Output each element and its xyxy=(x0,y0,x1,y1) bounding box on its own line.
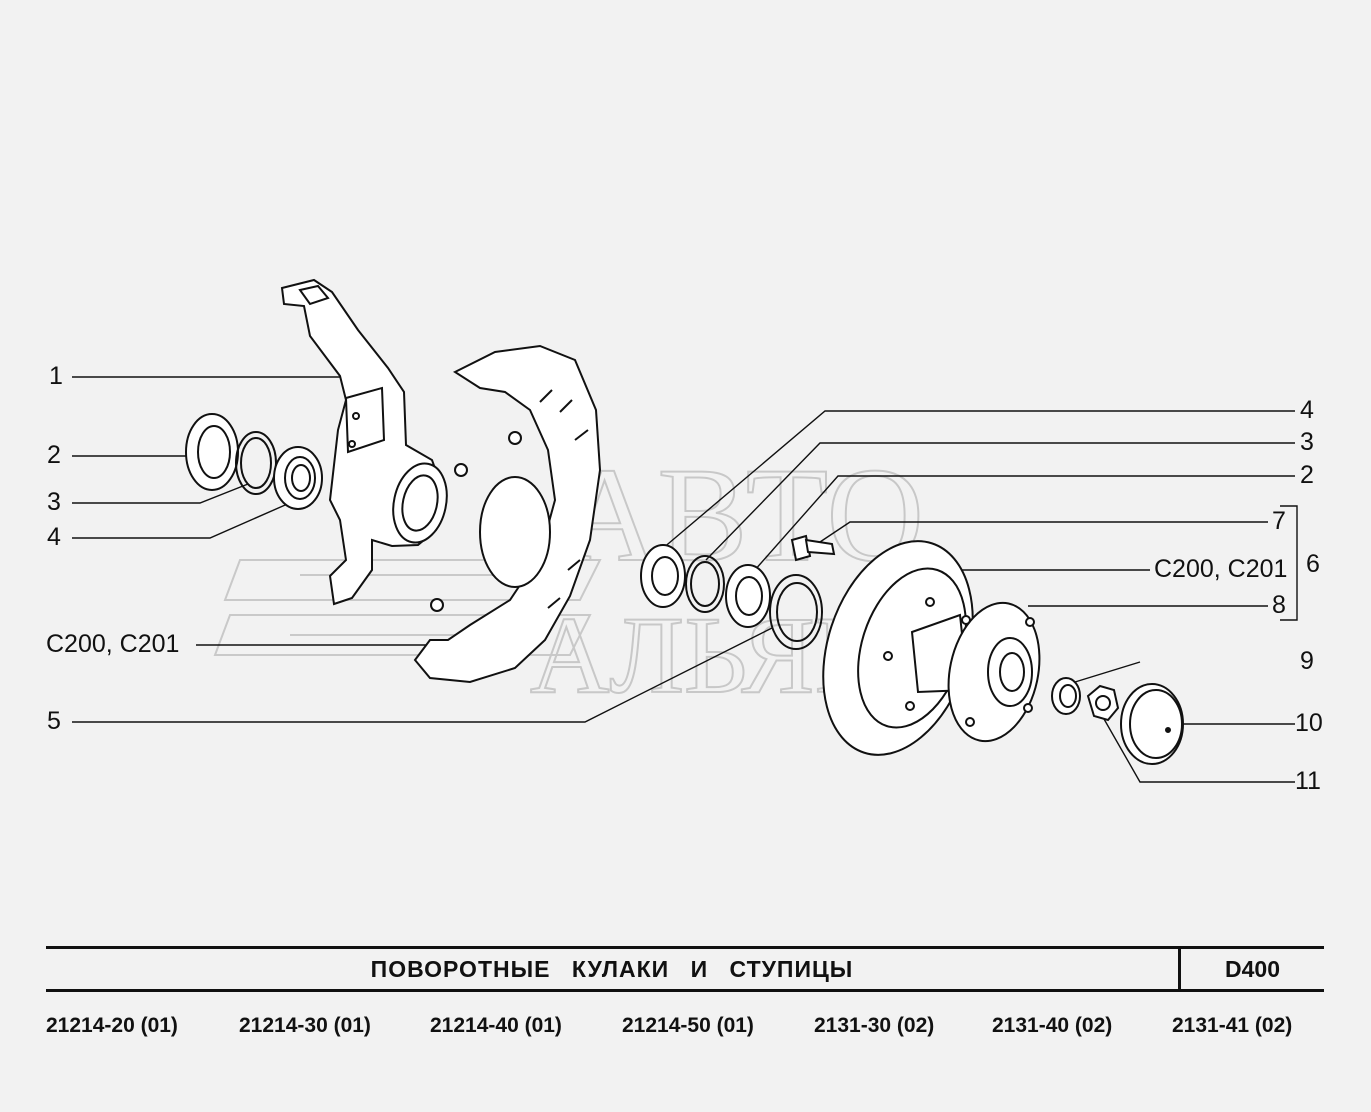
model-list: 21214-20 (01) 21214-30 (01) 21214-40 (01… xyxy=(46,1014,1324,1044)
callout-c200-left: С200, С201 xyxy=(46,630,180,658)
hub-nut xyxy=(1086,684,1120,722)
left-spacer-ring xyxy=(235,431,277,495)
right-oil-seal xyxy=(725,564,771,628)
callout-2-left: 2 xyxy=(47,441,61,469)
callout-7: 7 xyxy=(1272,507,1286,535)
model-item: 2131-30 (02) xyxy=(814,1014,935,1037)
model-item: 21214-40 (01) xyxy=(430,1014,562,1037)
callout-11: 11 xyxy=(1295,767,1321,795)
callout-8: 8 xyxy=(1272,591,1286,619)
parts-exploded-diagram: АВТО АЛЬЯНС xyxy=(72,278,1298,783)
callout-5: 5 xyxy=(47,707,61,735)
callout-c200-right: С200, С201 xyxy=(1154,555,1288,583)
callout-3-right: 3 xyxy=(1300,428,1314,456)
hub-washer xyxy=(1051,677,1081,715)
model-item: 21214-30 (01) xyxy=(239,1014,371,1037)
leader-lines xyxy=(72,376,1298,783)
callout-6: 6 xyxy=(1306,550,1320,578)
title-block: ПОВОРОТНЫЕ КУЛАКИ И СТУПИЦЫ D400 xyxy=(46,946,1324,992)
steering-knuckle xyxy=(280,278,448,606)
splash-shield xyxy=(413,344,602,684)
callout-2-right: 2 xyxy=(1300,461,1314,489)
callout-3-left: 3 xyxy=(47,488,61,516)
thrust-washer xyxy=(769,574,823,650)
hub-cap xyxy=(1120,683,1184,765)
diagram-code: D400 xyxy=(1178,949,1324,989)
callout-9: 9 xyxy=(1300,647,1314,675)
model-item: 21214-50 (01) xyxy=(622,1014,754,1037)
model-item: 2131-40 (02) xyxy=(992,1014,1113,1037)
model-item: 21214-20 (01) xyxy=(46,1014,178,1037)
right-spacer-ring xyxy=(685,555,725,613)
diagram-title: ПОВОРОТНЫЕ КУЛАКИ И СТУПИЦЫ xyxy=(370,955,854,982)
left-oil-seal xyxy=(185,413,239,491)
left-bearing xyxy=(273,446,323,510)
callout-4-left: 4 xyxy=(47,523,61,551)
callout-10: 10 xyxy=(1295,709,1323,737)
model-item: 2131-41 (02) xyxy=(1172,1014,1293,1037)
wheel-hub xyxy=(883,597,1041,743)
callout-1: 1 xyxy=(49,362,63,390)
wheel-bolt xyxy=(790,534,836,562)
right-bearing-outer xyxy=(640,544,686,608)
callout-4-right: 4 xyxy=(1300,396,1314,424)
